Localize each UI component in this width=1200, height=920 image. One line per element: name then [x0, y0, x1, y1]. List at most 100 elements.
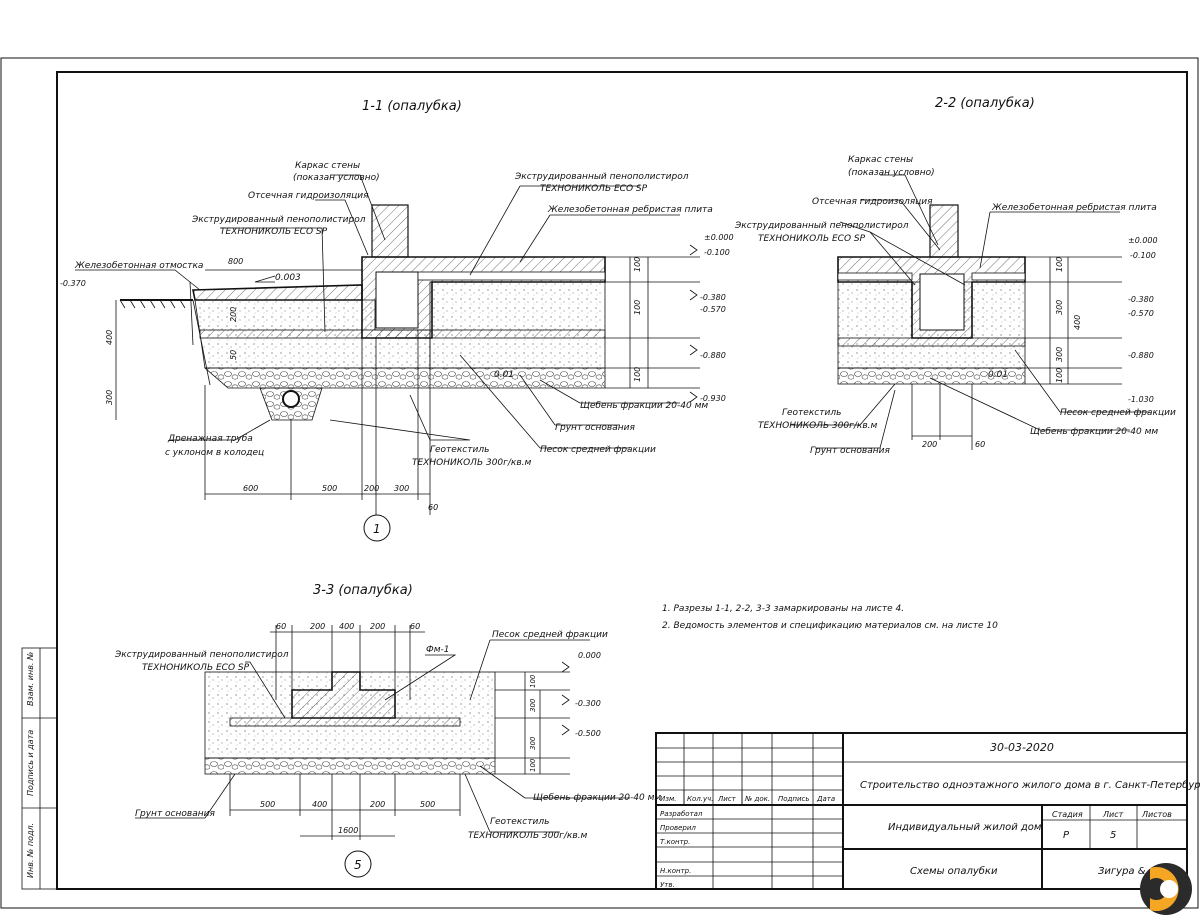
section-3-3: 3-3 (опалубка) 60 200 400 200 60 500 400… [114, 583, 661, 878]
tb-sheet: 5 [1110, 830, 1116, 841]
s33-marker: 5 [354, 858, 362, 872]
s33-dim-b-1: 400 [312, 800, 327, 809]
s22-slope: 0.01 [988, 370, 1008, 380]
s11-marker: 1 [373, 522, 381, 536]
s11-sidewalk: Железобетонная отмостка [74, 261, 203, 271]
s11-xps-top2: ТЕХНОНИКОЛЬ ECO SP [540, 184, 648, 194]
tb-project: Строительство одноэтажного жилого дома в… [860, 779, 1200, 791]
tb-org: Зигура & Со [1098, 866, 1162, 877]
tb-col-5: Дата [816, 795, 835, 803]
s11-dim-b-0: 600 [243, 484, 258, 493]
s11-cut-hydro: Отсечная гидроизоляция [248, 191, 369, 201]
title-block: Изм. Кол.уч. Лист № док. Подпись Дата Ра… [655, 732, 1200, 890]
tb-row-0: Разработал [660, 810, 703, 818]
s33-geotex2: ТЕХНОНИКОЛЬ 300г/кв.м [468, 831, 588, 841]
s11-drain2: с уклоном в колодец [165, 448, 264, 458]
s22-sand: Песок средней фракции [1060, 408, 1176, 418]
s33-dim-t-4: 60 [410, 622, 420, 631]
note-1: 1. Разрезы 1-1, 2-2, 3-3 замаркированы н… [662, 604, 904, 614]
s11-dim-v-3: 100 [633, 300, 642, 315]
s11-gravel: Щебень фракции 20-40 мм [580, 401, 708, 411]
s22-dim-b-0: 200 [922, 440, 937, 449]
s22-frame2: (показан условно) [848, 168, 935, 178]
tb-col-0: Изм. [660, 795, 676, 803]
s11-geotex2: ТЕХНОНИКОЛЬ 300г/кв.м [412, 458, 532, 468]
side-label-1: Взам. инв. № [26, 652, 35, 706]
tb-col-2: Лист [717, 795, 737, 803]
tb-row-5: Утв. [660, 881, 675, 889]
s22-dim-v-4: 100 [1055, 368, 1064, 383]
tb-sheets-h: Листов [1141, 810, 1172, 819]
section-1-1: 1-1 (опалубка) 600 500 200 [60, 99, 734, 542]
s33-dim-t-3: 200 [370, 622, 385, 631]
s22-level-0: ±0.000 [1128, 236, 1158, 245]
s33-level-2: -0.500 [575, 729, 601, 738]
s11-dim-b-1: 500 [322, 484, 337, 493]
tb-date: 30-03-2020 [990, 741, 1054, 754]
section-3-3-title: 3-3 (опалубка) [313, 583, 413, 598]
s33-dim-b-0: 500 [260, 800, 275, 809]
s33-xps2: ТЕХНОНИКОЛЬ ECO SP [142, 663, 250, 673]
s33-dim-b-2: 200 [370, 800, 385, 809]
s22-soil: Грунт основания [810, 446, 890, 456]
s33-dim-t-0: 60 [276, 622, 286, 631]
s11-level-5: -0.930 [700, 394, 726, 403]
s22-slab: Железобетонная ребристая плита [991, 203, 1157, 213]
s11-drain: Дренажная труба [167, 434, 253, 444]
s11-slope2: 0.01 [494, 370, 514, 380]
s11-xps-top: Экструдированный пенополистирол [514, 172, 689, 182]
s22-gravel: Щебень фракции 20-40 мм [1030, 427, 1158, 437]
s11-dim-v-1: 100 [633, 257, 642, 272]
tb-stage: Р [1063, 830, 1070, 841]
s22-level-5: -1.030 [1128, 395, 1154, 404]
s33-level-1: -0.300 [575, 699, 601, 708]
brand-logo [1140, 863, 1192, 915]
s11-level-1: -0.100 [704, 248, 730, 257]
s22-dim-v-0: 100 [1055, 257, 1064, 272]
s33-sand: Песок средней фракции [492, 630, 608, 640]
tb-row-2: Т.контр. [660, 838, 690, 846]
s11-dim-s-2: 50 [229, 350, 238, 360]
s33-dim-v-1: 300 [529, 698, 537, 712]
s33-dim-b-3: 500 [420, 800, 435, 809]
s33-dim-t-1: 200 [310, 622, 325, 631]
s33-dim-v-0: 100 [529, 674, 537, 688]
s22-dim-b-1: 60 [975, 440, 985, 449]
side-label-2: Подпись и дата [26, 730, 35, 796]
s22-geotex2: ТЕХНОНИКОЛЬ 300г/кв.м [758, 421, 878, 431]
s22-dim-v-1: 300 [1055, 300, 1064, 315]
s11-frame2: (показан условно) [293, 173, 380, 183]
s22-cut-hydro: Отсечная гидроизоляция [812, 197, 933, 207]
s11-dim-v-4: 100 [633, 367, 642, 382]
s11-soil: Грунт основания [555, 423, 635, 433]
s11-dim-b-3: 300 [394, 484, 409, 493]
s22-level-3: -0.570 [1128, 309, 1154, 318]
outer-frame [0, 57, 1199, 909]
tb-col-3: № док. [744, 795, 770, 803]
tb-row-1: Проверил [660, 824, 696, 832]
s33-level-0: 0.000 [578, 651, 601, 660]
s22-frame: Каркас стены [848, 155, 913, 165]
s11-level-6: -0.370 [60, 279, 86, 288]
s11-geotex: Геотекстиль [430, 445, 489, 455]
s33-dim-total: 1600 [338, 826, 358, 835]
inner-frame [56, 71, 1188, 890]
tb-col-4: Подпись [778, 795, 810, 803]
s11-dim-v-2: 300 [105, 390, 114, 405]
s11-level-4: -0.880 [700, 351, 726, 360]
s33-xps: Экструдированный пенополистирол [114, 650, 289, 660]
s22-dim-v-3: 300 [1055, 347, 1064, 362]
tb-sheet-h: Лист [1102, 810, 1124, 819]
side-strip: Взам. инв. № Подпись и дата Инв. № подл. [21, 647, 58, 890]
s11-dim-s-0: 800 [228, 257, 243, 266]
s11-sand: Песок средней фракции [540, 445, 656, 455]
s22-level-1: -0.100 [1130, 251, 1156, 260]
s33-geotex: Геотекстиль [490, 817, 549, 827]
tb-object: Индивидуальный жилой дом [888, 822, 1042, 833]
s33-dim-t-2: 400 [339, 622, 354, 631]
s11-xps-left2: ТЕХНОНИКОЛЬ ECO SP [220, 227, 328, 237]
s11-level-2: -0.380 [700, 293, 726, 302]
s22-xps2: ТЕХНОНИКОЛЬ ECO SP [758, 234, 866, 244]
s11-frame: Каркас стены [295, 161, 360, 171]
